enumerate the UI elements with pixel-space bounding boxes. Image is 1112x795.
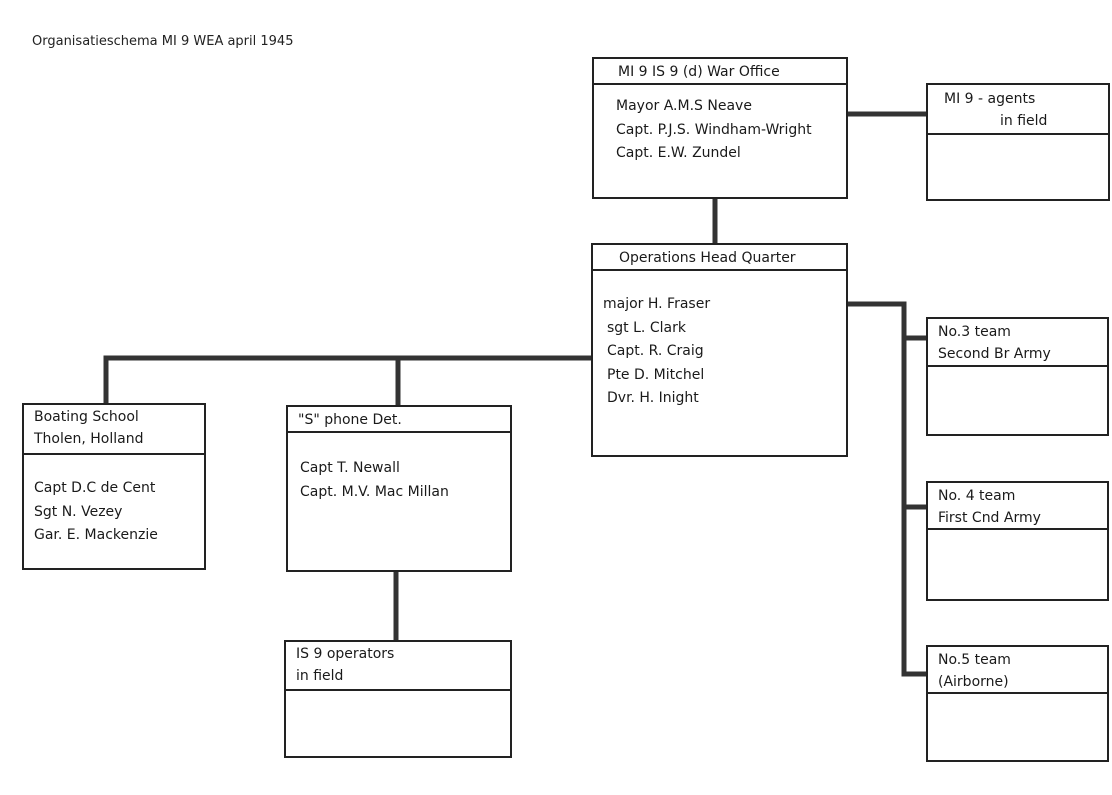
ops-hq-header: Operations Head Quarter	[593, 245, 846, 271]
page-title: Organisatieschema MI 9 WEA april 1945	[32, 34, 294, 49]
boating-school-title: Boating School	[34, 409, 139, 425]
s-phone-title: "S" phone Det.	[298, 412, 402, 428]
ops-hq-member: Pte D. Mitchel	[607, 366, 705, 383]
agents-subtitle: in field	[1000, 113, 1048, 129]
boating-school-member: Capt D.C de Cent	[34, 480, 156, 496]
war-office-member: Capt. E.W. Zundel	[616, 145, 741, 161]
war-office-box: MI 9 IS 9 (d) War Office Mayor A.M.S Nea…	[592, 57, 848, 199]
team4-box: No. 4 team First Cnd Army	[926, 481, 1109, 601]
boating-school-box: Boating School Tholen, Holland Capt D.C …	[22, 403, 206, 570]
war-office-member: Capt. P.J.S. Windham-Wright	[616, 121, 812, 138]
boating-school-member: Sgt N. Vezey	[34, 503, 123, 520]
war-office-title: MI 9 IS 9 (d) War Office	[618, 64, 780, 80]
boating-school-location: Tholen, Holland	[34, 431, 144, 447]
ops-hq-title: Operations Head Quarter	[619, 250, 796, 266]
s-phone-member: Capt. M.V. Mac Millan	[300, 483, 449, 500]
ops-hq-box: Operations Head Quarter major H. Fraser …	[591, 243, 848, 457]
agents-header: MI 9 - agents in field	[928, 85, 1108, 135]
s-phone-member: Capt T. Newall	[300, 460, 400, 476]
team3-box: No.3 team Second Br Army	[926, 317, 1109, 436]
s-phone-box: "S" phone Det. Capt T. Newall Capt. M.V.…	[286, 405, 512, 572]
ops-hq-member: major H. Fraser	[603, 296, 711, 312]
is9-operators-box: IS 9 operators in field	[284, 640, 512, 758]
team5-subtitle: (Airborne)	[938, 674, 1009, 690]
team3-header: No.3 team Second Br Army	[928, 319, 1107, 367]
ops-hq-member: sgt L. Clark	[607, 319, 686, 336]
team4-header: No. 4 team First Cnd Army	[928, 483, 1107, 530]
war-office-member: Mayor A.M.S Neave	[616, 98, 752, 114]
team5-header: No.5 team (Airborne)	[928, 647, 1107, 694]
is9-operators-subtitle: in field	[296, 668, 344, 684]
s-phone-header: "S" phone Det.	[288, 407, 510, 433]
ops-hq-member: Dvr. H. Inight	[607, 390, 699, 406]
team4-subtitle: First Cnd Army	[938, 510, 1041, 526]
team3-title: No.3 team	[938, 324, 1011, 340]
team5-box: No.5 team (Airborne)	[926, 645, 1109, 762]
boating-school-member: Gar. E. Mackenzie	[34, 527, 158, 543]
ops-hq-member: Capt. R. Craig	[607, 343, 704, 359]
boating-school-header: Boating School Tholen, Holland	[24, 405, 204, 455]
agents-title: MI 9 - agents	[944, 91, 1036, 107]
team4-title: No. 4 team	[938, 488, 1016, 504]
team3-subtitle: Second Br Army	[938, 346, 1051, 362]
is9-operators-header: IS 9 operators in field	[286, 642, 510, 691]
war-office-header: MI 9 IS 9 (d) War Office	[594, 59, 846, 85]
is9-operators-title: IS 9 operators	[296, 646, 395, 662]
agents-box: MI 9 - agents in field	[926, 83, 1110, 201]
team5-title: No.5 team	[938, 652, 1011, 668]
